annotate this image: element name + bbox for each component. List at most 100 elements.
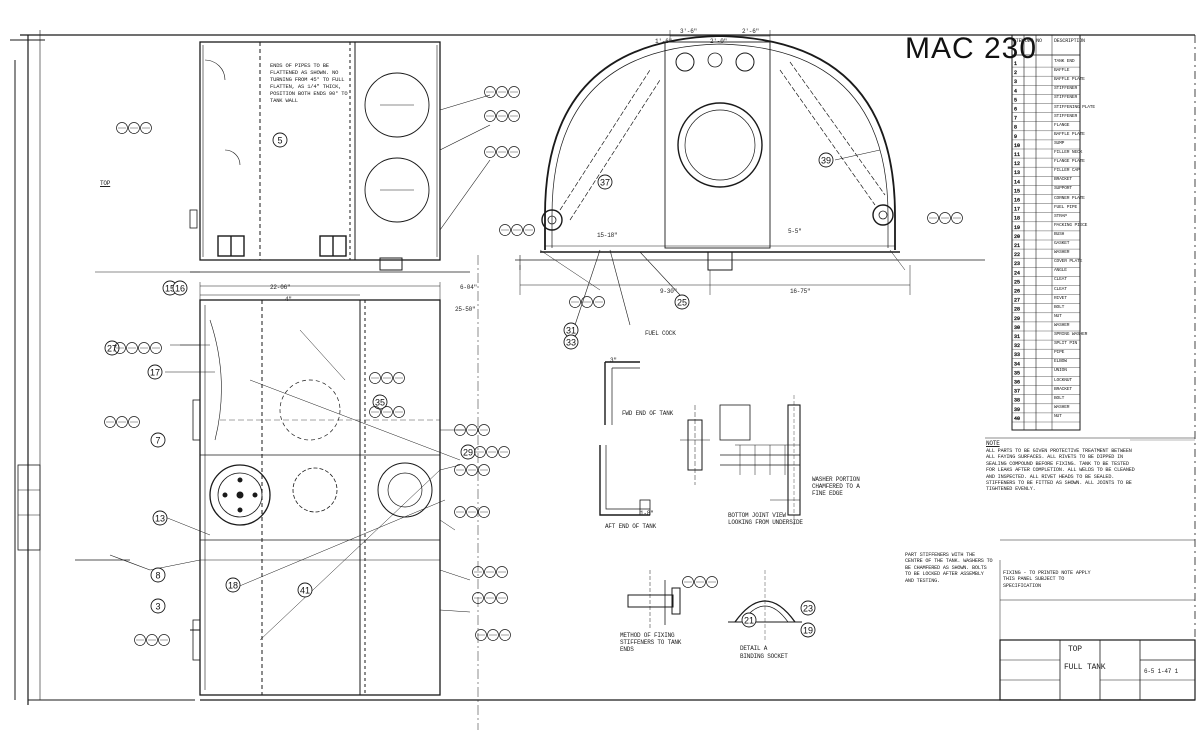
table-row-number: 29 <box>1014 316 1020 322</box>
parts-list-item: STRAP <box>1054 213 1067 219</box>
parts-list-item: CORNER PLATE <box>1054 195 1085 201</box>
balloon-circle <box>800 622 816 638</box>
cluster-circle <box>927 212 939 224</box>
cluster-circle <box>508 110 520 122</box>
cluster-circle <box>150 342 162 354</box>
cluster-circle <box>499 629 511 641</box>
table-row-number: 7 <box>1014 116 1017 122</box>
cluster-circle <box>496 566 508 578</box>
balloon-circle <box>147 364 163 380</box>
balloon-circle <box>150 567 166 583</box>
parts-list-item: SPLIT PIN <box>1054 341 1078 347</box>
cluster-circle <box>508 146 520 158</box>
table-row-number: 4 <box>1014 88 1017 94</box>
cluster-circle <box>474 446 486 458</box>
balloon-number: 33 <box>566 338 576 348</box>
balloon-number: 21 <box>744 616 754 626</box>
parts-list-item: ANGLE <box>1054 268 1067 274</box>
label-bottom-joint: BOTTOM JOINT VIEW LOOKING FROM UNDERSIDE <box>728 512 803 526</box>
cluster-circle <box>475 629 487 641</box>
label-washer-portion: WASHER PORTION CHAMFERED TO A FINE EDGE <box>812 476 860 497</box>
parts-list-item: NUT <box>1054 313 1062 319</box>
title-line-1: TOP <box>1068 645 1082 654</box>
dim-label-3: 1'-6" <box>655 38 673 45</box>
balloon-number: 13 <box>155 514 165 524</box>
parts-list-item: CLEAT <box>1054 286 1067 292</box>
dim-label-5: 6-04" <box>460 284 478 291</box>
cluster-circle <box>496 592 508 604</box>
balloon-circle <box>297 582 313 598</box>
dim-label-12: 25-50" <box>455 306 476 313</box>
cluster-circle <box>478 464 490 476</box>
balloon-circle <box>563 334 579 350</box>
balloon-circle <box>150 598 166 614</box>
label-binding-socket: BINDING SOCKET <box>740 653 788 660</box>
balloon-number: 8 <box>155 571 160 581</box>
table-row-number: 34 <box>1014 361 1020 367</box>
balloon-circle <box>741 612 757 628</box>
cluster-circle <box>454 424 466 436</box>
cluster-circle <box>126 342 138 354</box>
balloon-number: 15 <box>165 284 175 294</box>
cluster-circle <box>454 506 466 518</box>
balloon-circle <box>460 444 476 460</box>
parts-list-item: CLEAT <box>1054 277 1067 283</box>
parts-list-item: FUEL PIPE <box>1054 204 1078 210</box>
dim-label-4: 22-06" <box>270 284 291 291</box>
notes-text-2: PART STIFFENERS WITH THE CENTRE OF THE T… <box>905 552 993 584</box>
sheet-title: MAC 230 <box>905 32 1038 65</box>
section-note: TOP <box>100 180 111 187</box>
dim-label-6: 9-30" <box>660 288 678 295</box>
parts-list-item: FILLER CAP <box>1054 168 1080 174</box>
table-row-number: 19 <box>1014 225 1020 231</box>
parts-list-item: FLANGE <box>1054 122 1070 128</box>
parts-list-item: STIFFENER <box>1054 86 1078 92</box>
dim-label-11: 15-18" <box>597 232 618 239</box>
parts-list-item: SPRING WASHER <box>1054 332 1088 337</box>
notes-text: ALL PARTS TO BE GIVEN PROTECTIVE TREATME… <box>986 448 1135 493</box>
table-row-number: 12 <box>1014 161 1020 167</box>
cluster-circle <box>158 634 170 646</box>
cluster-circle <box>466 506 478 518</box>
table-row-number: 17 <box>1014 207 1020 213</box>
cluster-circle <box>496 110 508 122</box>
cluster-circle <box>569 296 581 308</box>
cluster-circle <box>104 416 116 428</box>
table-row-number: 5 <box>1014 97 1017 103</box>
parts-list-item: BUSH <box>1054 231 1065 237</box>
balloon-clusters <box>104 86 963 646</box>
cluster-circle <box>128 416 140 428</box>
table-header-item: ITEM <box>1013 38 1025 44</box>
parts-list-item: GASKET <box>1054 241 1070 246</box>
balloon-number: 25 <box>677 298 687 308</box>
label-aft-end: AFT END OF TANK <box>605 523 657 530</box>
cluster-circle <box>369 372 381 384</box>
balloon-circle <box>152 510 168 526</box>
table-row-number: 2 <box>1014 70 1017 76</box>
table-row-number: 9 <box>1014 134 1017 140</box>
table-row-number: 37 <box>1014 389 1020 395</box>
table-row-number: 30 <box>1014 325 1020 331</box>
table-row-number: 15 <box>1014 188 1020 194</box>
cluster-circle <box>454 464 466 476</box>
dim-label-2: 2'-6" <box>742 28 760 35</box>
table-row-number: 21 <box>1014 243 1020 249</box>
balloon-circle <box>818 152 834 168</box>
balloon-number: 5 <box>277 136 282 146</box>
parts-list-item: WASHER <box>1054 250 1070 256</box>
table-row-number: 8 <box>1014 125 1017 131</box>
table-row-number: 22 <box>1014 252 1020 258</box>
table-row-number: 20 <box>1014 234 1020 240</box>
parts-list-item: FILLER NECK <box>1054 150 1083 155</box>
parts-list-item: RIVET <box>1054 295 1067 301</box>
label-fwd-end: FWD END OF TANK <box>622 410 674 417</box>
table-row-number: 32 <box>1014 343 1020 349</box>
table-row-number: 33 <box>1014 352 1020 358</box>
parts-list-item: BOLT <box>1054 395 1065 401</box>
balloon-number: 23 <box>803 604 813 614</box>
cluster-circle <box>694 576 706 588</box>
cluster-circle <box>369 406 381 418</box>
cluster-circle <box>146 634 158 646</box>
